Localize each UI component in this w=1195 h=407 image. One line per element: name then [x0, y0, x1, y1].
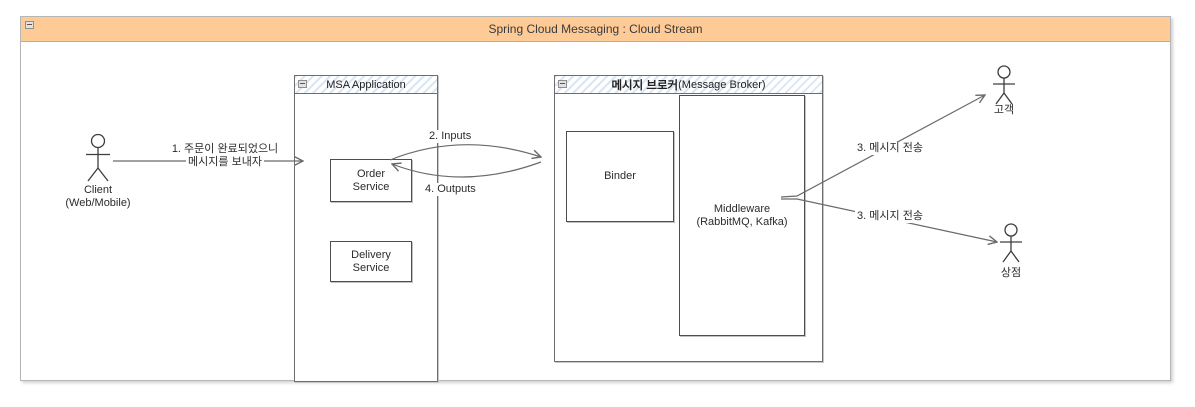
client-actor-label: Client (Web/Mobile)	[65, 184, 131, 209]
binder-box[interactable]: Binder	[566, 131, 674, 222]
send-customer-edge-label: 3. 메시지 전송	[855, 142, 925, 155]
diagram-frame: Spring Cloud Messaging : Cloud Stream MS…	[20, 16, 1171, 382]
delivery-service-box[interactable]: Delivery Service	[330, 241, 412, 282]
msa-application-container[interactable]: MSA Application Order Service Delivery S…	[294, 75, 438, 382]
outputs-edge-label: 4. Outputs	[423, 183, 478, 196]
order-service-label: Order Service	[352, 167, 390, 193]
middleware-box[interactable]: Middleware (RabbitMQ, Kafka)	[679, 95, 805, 336]
customer-actor-label: 고객	[993, 104, 1015, 116]
order-request-edge-label: 1. 주문이 완료되었으니 메시지를 보내자	[169, 143, 281, 169]
collapse-icon[interactable]	[25, 21, 34, 29]
frame-title: Spring Cloud Messaging : Cloud Stream	[488, 22, 703, 36]
send-store-edge-label: 3. 메시지 전송	[855, 210, 925, 223]
message-broker-title-ko: 메시지 브로커	[611, 79, 679, 92]
collapse-icon[interactable]	[558, 80, 567, 88]
msa-application-header[interactable]: MSA Application	[295, 76, 437, 94]
msa-application-title: MSA Application	[326, 78, 406, 91]
store-actor-label: 상점	[1000, 267, 1022, 279]
frame-titlebar[interactable]: Spring Cloud Messaging : Cloud Stream	[21, 17, 1170, 42]
middleware-label-line2: (RabbitMQ, Kafka)	[696, 215, 788, 228]
message-broker-container[interactable]: 메시지 브로커(Message Broker) Binder Middlewar…	[554, 75, 823, 362]
binder-label: Binder	[604, 170, 636, 182]
delivery-service-label: Delivery Service	[351, 248, 391, 274]
collapse-icon[interactable]	[298, 80, 307, 88]
message-broker-title-en: (Message Broker)	[678, 78, 766, 91]
middleware-label-line1: Middleware	[713, 202, 771, 215]
message-broker-header[interactable]: 메시지 브로커(Message Broker)	[555, 76, 822, 94]
order-service-box[interactable]: Order Service	[330, 159, 412, 202]
inputs-edge-label: 2. Inputs	[427, 130, 474, 143]
